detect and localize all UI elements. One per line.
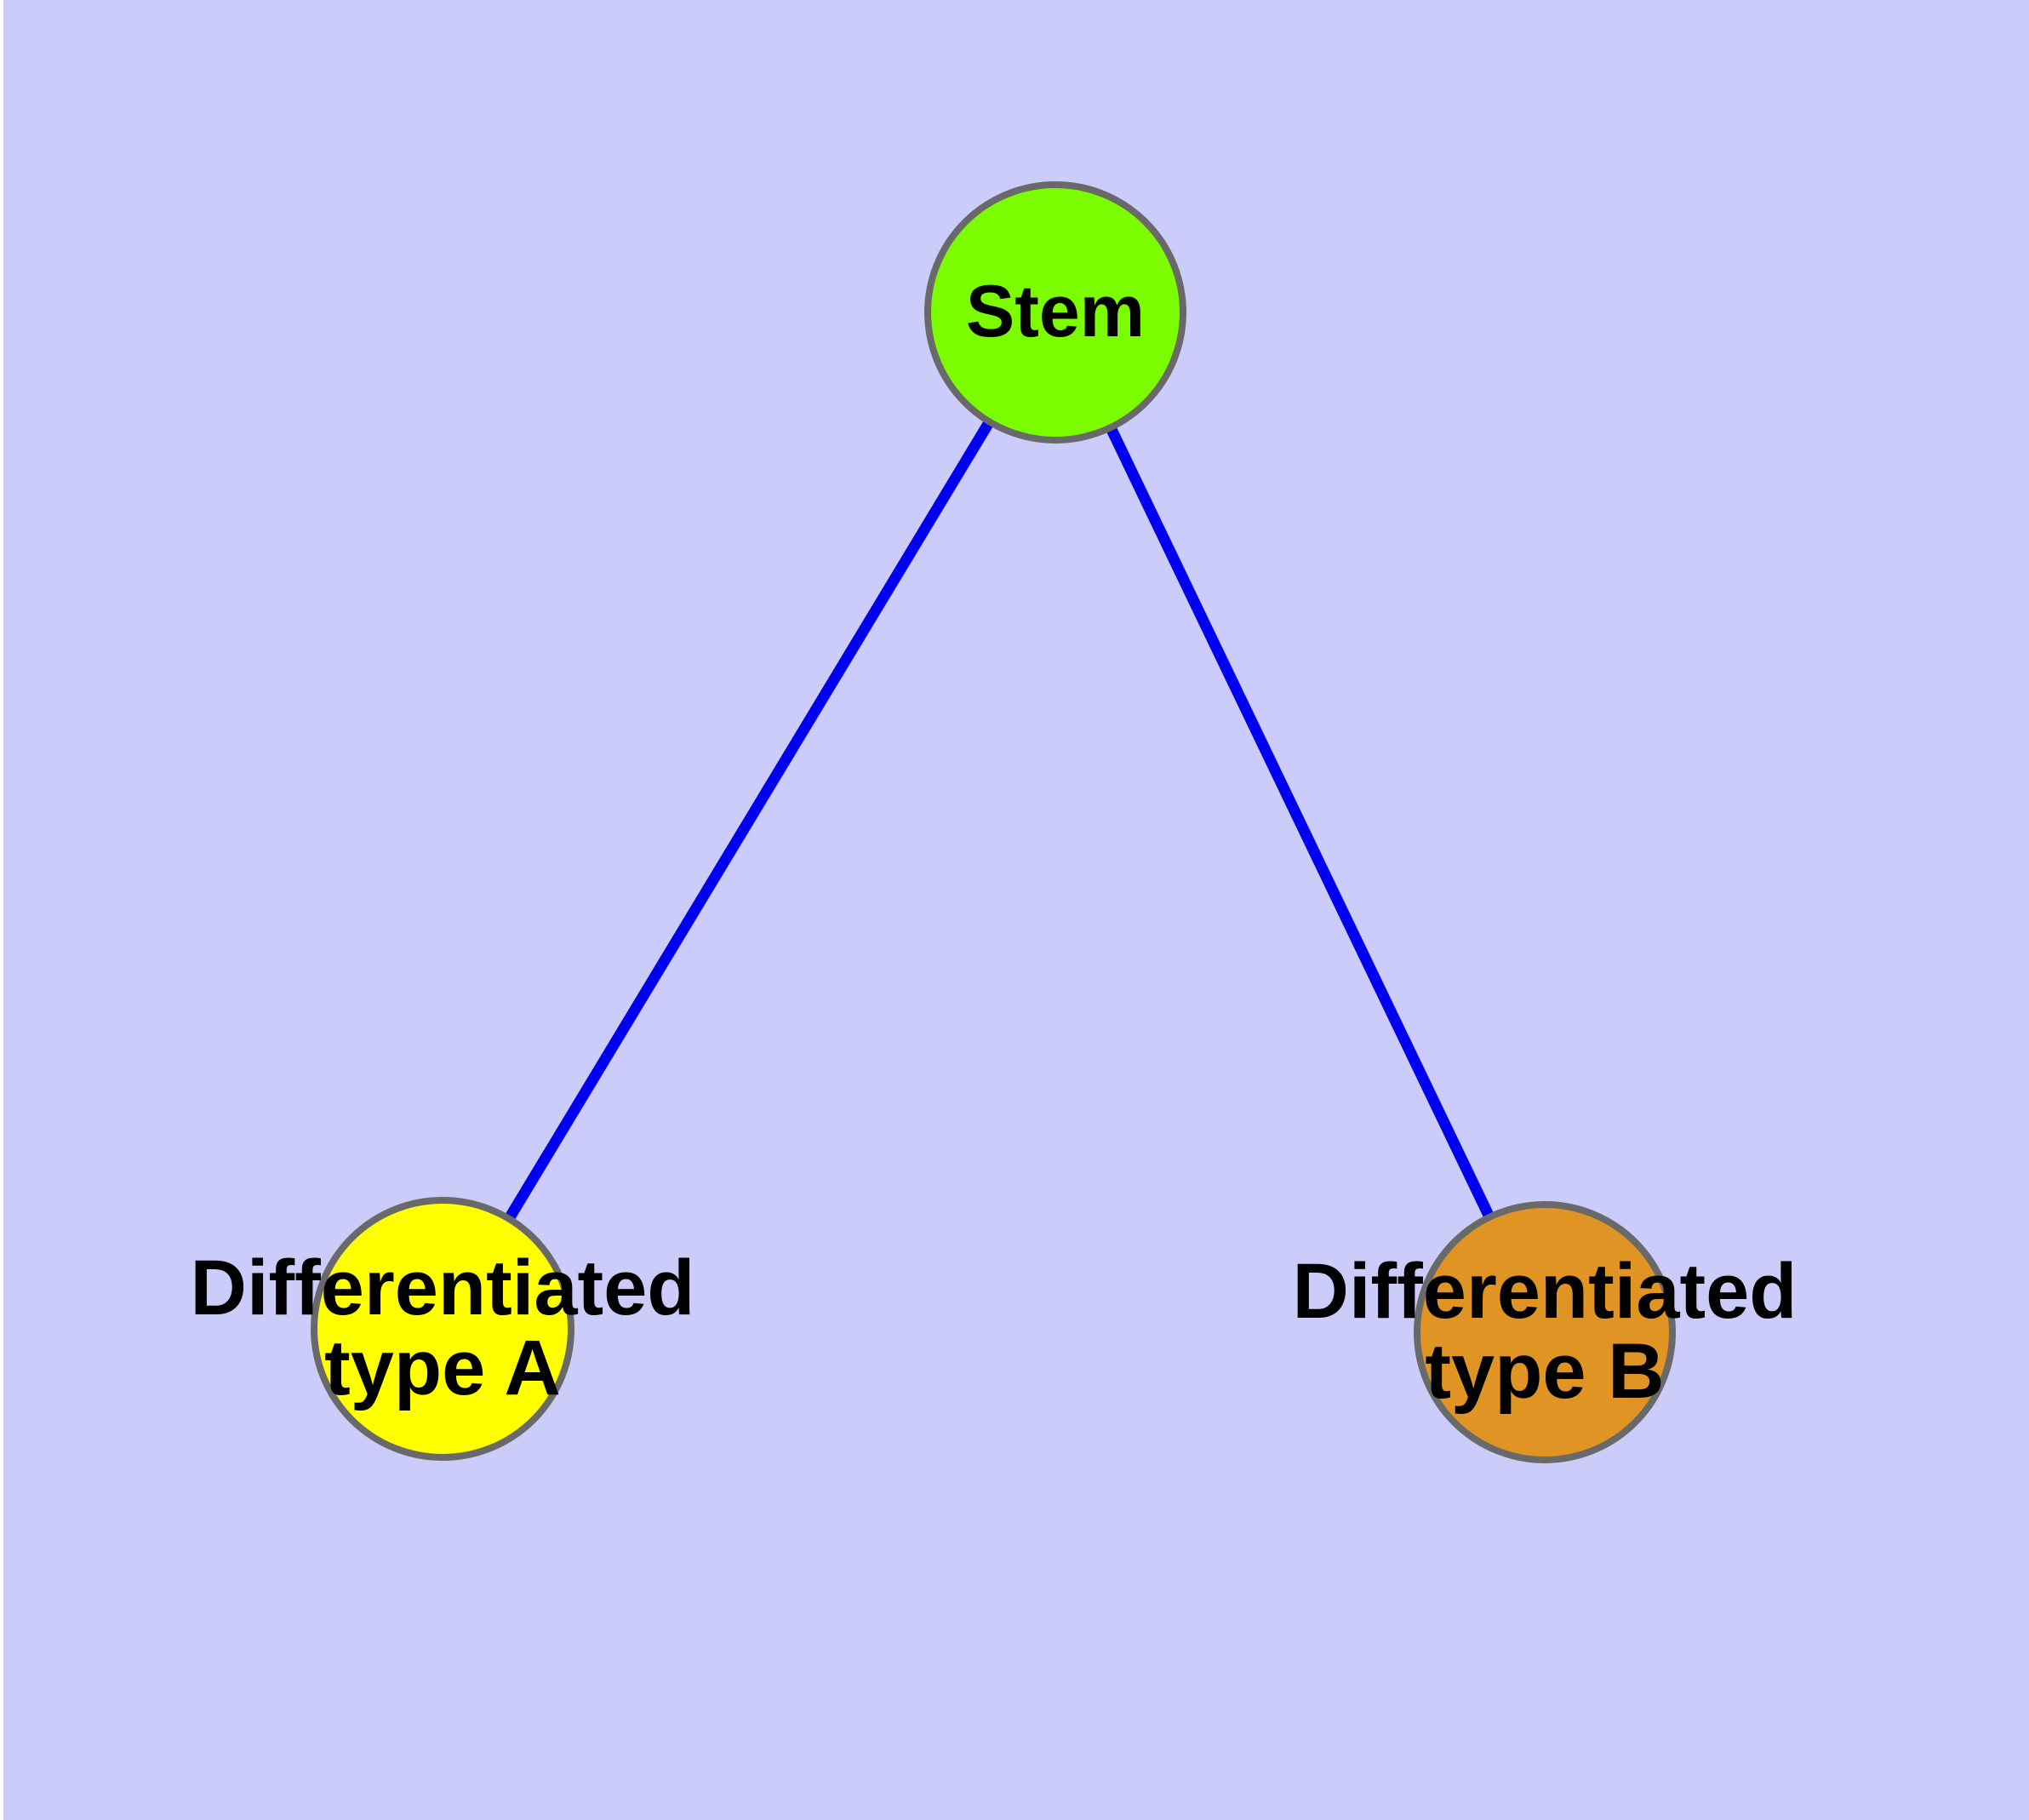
node-differentiated-type-a[interactable] — [311, 1197, 574, 1461]
node-stem[interactable] — [924, 181, 1186, 444]
edge-layer — [437, 309, 1550, 1335]
edge-stem-to-differentiated-b[interactable] — [1050, 310, 1550, 1335]
node-differentiated-type-b[interactable] — [1414, 1201, 1676, 1463]
edge-stem-to-differentiated-a[interactable] — [437, 309, 1060, 1332]
node-layer — [311, 181, 1676, 1463]
